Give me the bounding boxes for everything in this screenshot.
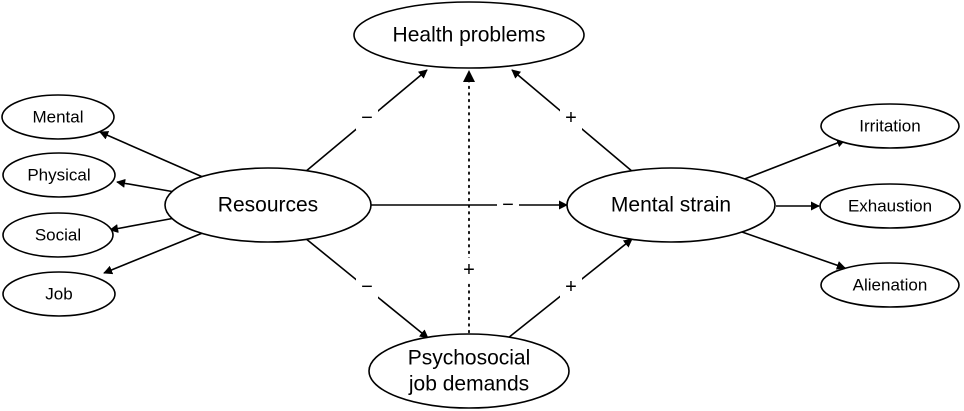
edge-labels: − + − − + + [356, 106, 582, 299]
edge-resources-mental [99, 131, 206, 179]
edge-resources-social [109, 217, 176, 233]
label-demands-strain: + [565, 276, 577, 298]
label-resources-health: − [361, 107, 373, 129]
node-irritation-label: Irritation [859, 117, 920, 136]
edge-demands-health-arrowhead [463, 70, 475, 82]
node-alienation: Alienation [820, 262, 960, 308]
edge-strain-alienation [741, 231, 846, 270]
node-health-problems: Health problems [353, 1, 585, 69]
node-mental-strain: Mental strain [566, 167, 776, 243]
node-physical: Physical [2, 152, 116, 198]
node-resources-label: Resources [218, 194, 318, 217]
edge-resources-physical [116, 178, 176, 193]
node-physical-label: Physical [27, 166, 90, 185]
node-exhaustion-label: Exhaustion [848, 197, 932, 216]
node-job: Job [2, 271, 116, 317]
node-mental: Mental [1, 94, 115, 140]
node-exhaustion: Exhaustion [819, 183, 961, 229]
node-mental-strain-label: Mental strain [611, 194, 731, 217]
node-resources: Resources [164, 167, 372, 243]
node-mental-label: Mental [32, 108, 83, 127]
node-psychosocial-label-line2: job demands [408, 373, 529, 396]
node-job-label: Job [45, 285, 72, 304]
node-psychosocial-label-line1: Psychosocial [408, 347, 531, 370]
node-social-label: Social [35, 226, 81, 245]
node-psychosocial-job-demands: Psychosocial job demands [368, 333, 570, 409]
node-irritation: Irritation [820, 103, 960, 149]
label-resources-demands: − [361, 276, 373, 298]
label-strain-health: + [565, 107, 577, 129]
node-health-problems-label: Health problems [393, 24, 546, 47]
label-resources-strain: − [502, 194, 514, 216]
edge-resources-job [103, 231, 206, 275]
node-social: Social [2, 212, 114, 258]
node-alienation-label: Alienation [853, 276, 928, 295]
edge-strain-irritation [741, 138, 846, 181]
label-demands-health: + [463, 259, 475, 281]
